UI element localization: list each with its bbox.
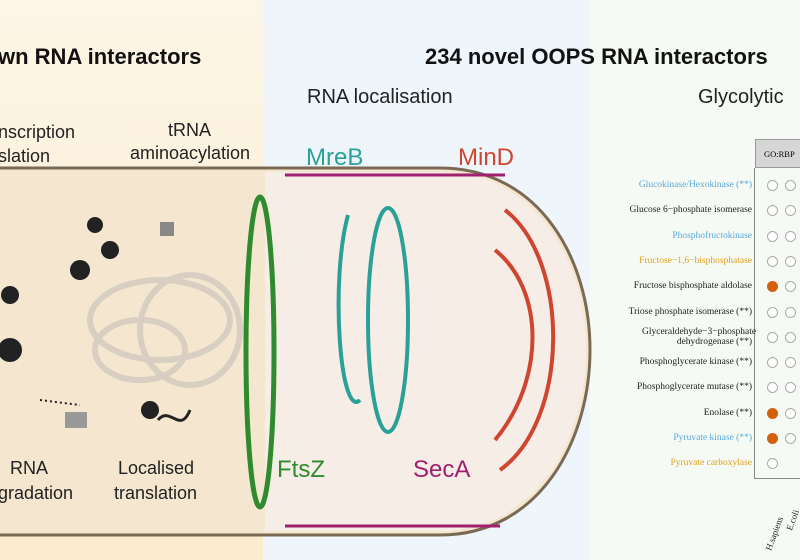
rna-localisation-title: RNA localisation	[307, 86, 453, 108]
gene-row-label: Glyceraldehyde−3−phosphate dehydrogenase…	[642, 326, 757, 347]
mreb-helix	[336, 206, 410, 434]
h-sapiens-rbp-dot	[767, 407, 778, 419]
gene-row-label: Phosphoglycerate kinase (**)	[639, 357, 752, 368]
e-coli-rbp-dot	[785, 407, 796, 419]
h-sapiens-rbp-dot	[767, 458, 778, 470]
e-coli-rbp-dot	[785, 433, 796, 444]
mreb-label: MreB	[306, 144, 364, 171]
e-coli-rbp-dot	[785, 382, 796, 394]
translation-label: slation	[0, 146, 51, 166]
known-interactors-title: wn RNA interactors	[0, 44, 202, 69]
h-sapiens-rbp-dot	[767, 205, 778, 217]
gene-row-label: Pyruvate kinase (**)	[673, 433, 752, 443]
glycolytic-title: Glycolytic	[698, 86, 784, 108]
table-frame	[754, 168, 800, 479]
rna-degradation-label-2: gradation	[0, 483, 74, 503]
go-rbp-header: GO:RBP	[755, 139, 800, 168]
chromosome-dna	[87, 272, 243, 388]
gene-row-label: Pyruvate carboxylase	[670, 458, 752, 469]
trna-synthetase-icon	[160, 222, 174, 236]
h-sapiens-rbp-dot	[767, 306, 778, 318]
e-coli-rbp-dot	[785, 230, 796, 242]
gene-row-label: Fructose−1,6−bisphosphatase	[639, 255, 752, 266]
h-sapiens-rbp-dot	[767, 357, 778, 369]
aminoacylation-label: aminoacylation	[130, 143, 251, 163]
h-sapiens-rbp-dot	[767, 331, 778, 343]
gene-row-label: Glucokinase/Hexokinase (**)	[638, 180, 752, 190]
seca-lines	[285, 173, 505, 528]
rna-degradation-label-1: RNA	[10, 458, 49, 478]
e-coli-rbp-dot	[785, 255, 796, 267]
ftsz-label: FtsZ	[277, 456, 325, 483]
gene-row-label: Fructose bisphosphate aldolase	[633, 281, 752, 292]
localised-label-1: Localised	[118, 458, 195, 478]
e-coli-rbp-dot	[785, 306, 796, 318]
h-sapiens-rbp-dot	[767, 180, 778, 191]
e-coli-rbp-dot	[785, 205, 796, 217]
localised-label-2: translation	[114, 483, 198, 503]
seca-label: SecA	[413, 456, 471, 483]
h-sapiens-rbp-dot	[767, 382, 778, 394]
ribosome-icons	[0, 217, 159, 419]
gene-row-label: Phosphoglycerate mutase (**)	[636, 382, 752, 393]
e-coli-rbp-dot	[785, 357, 796, 369]
trna-label: tRNA	[168, 120, 212, 140]
mind-label: MinD	[458, 144, 515, 171]
gene-row-label: Glucose 6−phosphate isomerase	[629, 205, 753, 216]
e-coli-rbp-dot	[785, 281, 796, 293]
ftsz-ring	[243, 194, 277, 510]
transcription-label: nscription	[0, 122, 76, 142]
e-coli-rbp-dot	[785, 180, 796, 191]
novel-interactors-title: 234 novel OOPS RNA interactors	[425, 44, 768, 69]
h-sapiens-rbp-dot	[767, 230, 778, 242]
h-sapiens-rbp-dot	[767, 433, 778, 444]
mind-arcs	[493, 208, 556, 472]
gene-row-label: Phosphofructokinase	[672, 230, 752, 241]
degradation-strand	[39, 399, 81, 406]
gene-row-label: Enolase (**)	[703, 407, 752, 418]
h-sapiens-rbp-dot	[767, 281, 778, 293]
exosome-icon	[65, 412, 87, 428]
mrna-strand	[156, 409, 192, 422]
gene-row-label: Triose phosphate isomerase (**)	[628, 306, 752, 317]
glycolytic-panel	[590, 0, 800, 560]
e-coli-rbp-dot	[785, 331, 796, 343]
h-sapiens-rbp-dot	[767, 255, 778, 267]
go-rbp-header-label: GO:RBP	[764, 149, 795, 159]
